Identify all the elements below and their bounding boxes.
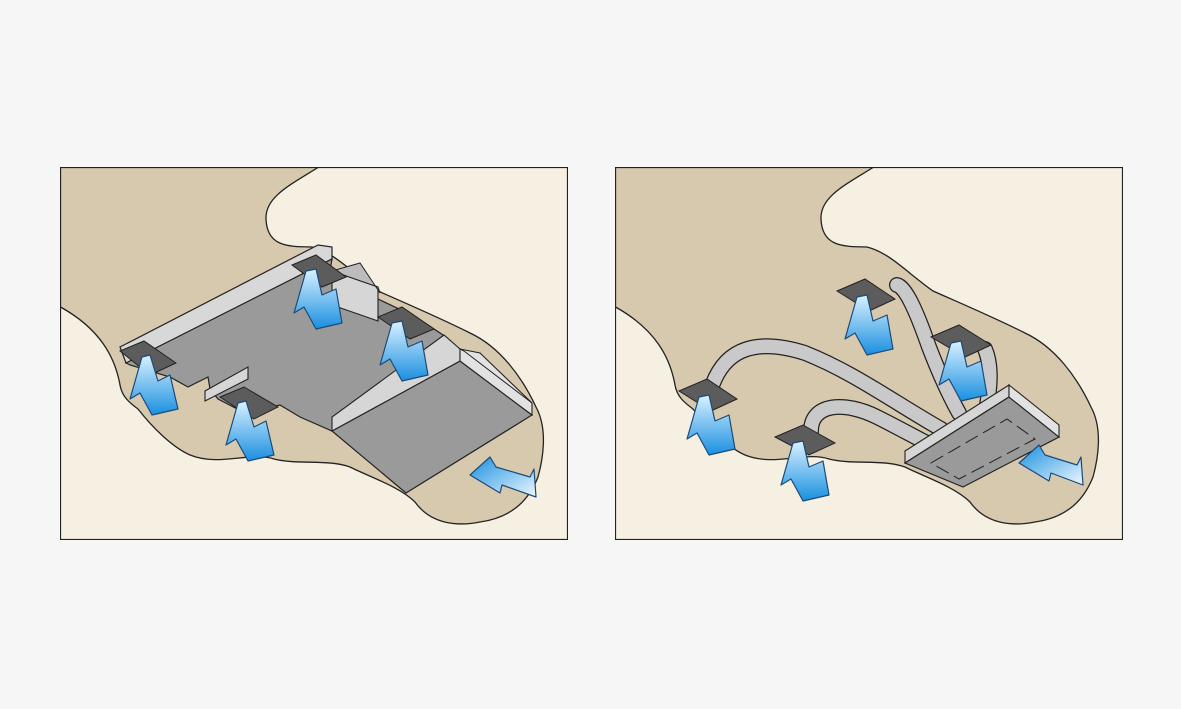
flexible-duct-diagram bbox=[615, 167, 1123, 540]
flex-duct-short bbox=[803, 398, 935, 451]
airflow-arrow-icon bbox=[780, 440, 830, 502]
trunk-step-top bbox=[330, 262, 381, 294]
airflow-arrow-icon bbox=[469, 456, 537, 498]
duct-network-svg bbox=[60, 167, 568, 540]
branch-block-top bbox=[204, 366, 249, 402]
air-handler-panel-outline bbox=[929, 418, 1036, 480]
flex-duct-long bbox=[703, 338, 949, 437]
air-handler-back-top bbox=[459, 348, 533, 404]
flex-duct-upper bbox=[889, 277, 967, 421]
airflow-arrow-icon bbox=[686, 394, 736, 456]
flexible-duct-svg bbox=[615, 167, 1123, 540]
duct-network-diagram bbox=[60, 167, 568, 540]
air-handler-back bbox=[459, 348, 533, 417]
airflow-arrow-icon bbox=[293, 268, 343, 330]
airflow-arrow-icon bbox=[379, 320, 429, 382]
trunk-duct-side bbox=[119, 244, 333, 364]
air-handler-left bbox=[331, 334, 461, 432]
airflow-arrow-icon bbox=[129, 354, 179, 416]
flex-duct-mid bbox=[977, 341, 998, 413]
airflow-arrow-icon bbox=[1018, 444, 1084, 486]
air-handler-back bbox=[1008, 383, 1060, 439]
airflow-arrow-icon bbox=[844, 294, 894, 356]
airflow-arrow-icon bbox=[225, 400, 275, 462]
airflow-arrow-icon bbox=[938, 340, 988, 402]
